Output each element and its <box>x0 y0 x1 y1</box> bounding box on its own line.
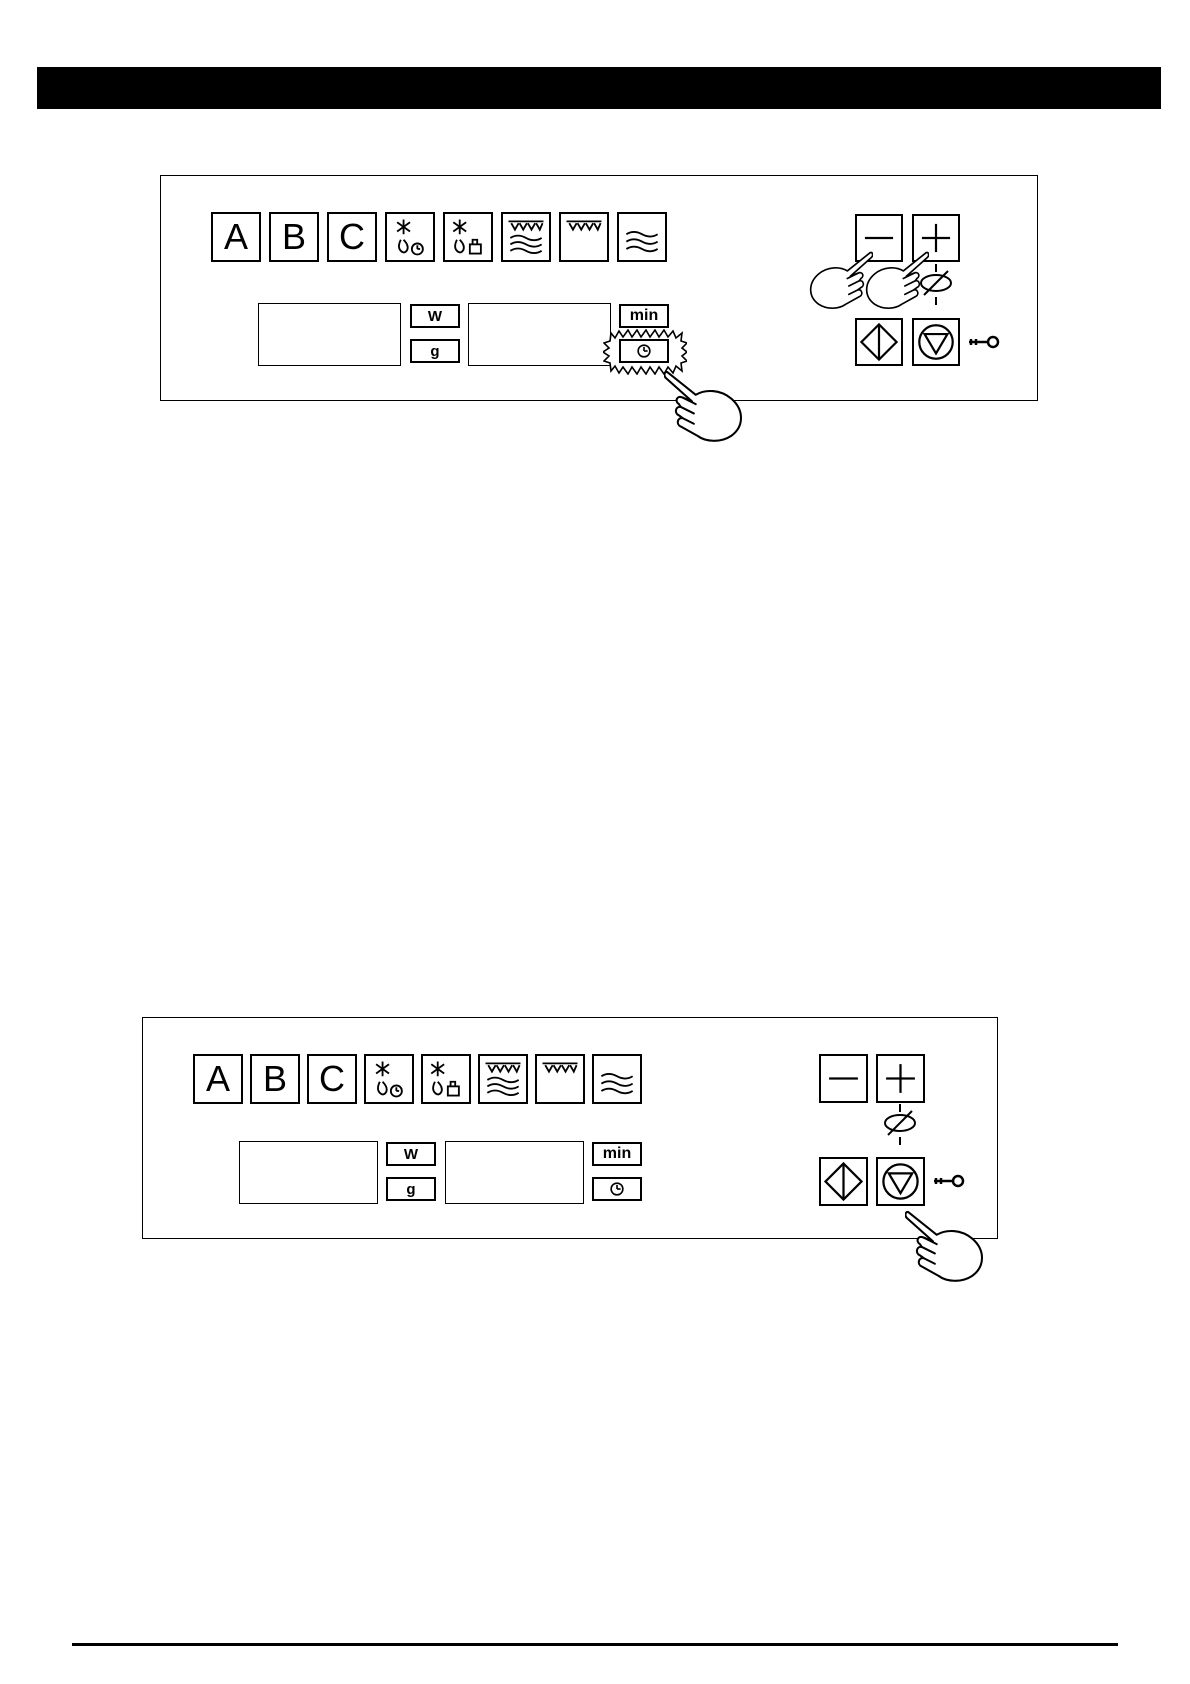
program-key-a[interactable]: A <box>211 212 261 262</box>
grill-microwave-button[interactable] <box>501 212 551 262</box>
defrost-time-icon <box>366 1056 412 1102</box>
minus-button[interactable] <box>855 214 903 262</box>
time-display <box>468 303 611 366</box>
minus-icon <box>821 1056 866 1101</box>
grill-button[interactable] <box>559 212 609 262</box>
minutes-button[interactable]: min <box>619 304 669 328</box>
start-button[interactable] <box>855 318 903 366</box>
defrost-weight-button[interactable] <box>421 1054 471 1104</box>
program-key-c[interactable]: C <box>307 1054 357 1104</box>
minutes-button[interactable]: min <box>592 1142 642 1166</box>
start-icon <box>857 320 901 364</box>
grill-icon <box>561 214 607 260</box>
power-display <box>258 303 401 366</box>
lock-key-icon <box>932 1171 968 1191</box>
footer-rule <box>72 1643 1118 1646</box>
defrost-weight-button[interactable] <box>443 212 493 262</box>
minus-icon <box>857 216 901 260</box>
defrost-weight-icon <box>423 1056 469 1102</box>
weight-unit-button[interactable]: g <box>410 339 460 363</box>
microwave-button[interactable] <box>592 1054 642 1104</box>
defrost-weight-icon <box>445 214 491 260</box>
grill-icon <box>537 1056 583 1102</box>
stop-icon <box>914 320 958 364</box>
clock-button[interactable] <box>619 339 669 363</box>
lock-key-icon <box>967 332 1003 352</box>
grill-microwave-icon <box>503 214 549 260</box>
time-display <box>445 1141 584 1204</box>
control-panel-1: A B C W g min <box>160 175 1038 401</box>
stop-button[interactable] <box>912 318 960 366</box>
defrost-time-icon <box>387 214 433 260</box>
grill-button[interactable] <box>535 1054 585 1104</box>
program-key-c[interactable]: C <box>327 212 377 262</box>
clock-button[interactable] <box>592 1177 642 1201</box>
plus-icon <box>914 216 958 260</box>
defrost-time-button[interactable] <box>364 1054 414 1104</box>
program-key-b[interactable]: B <box>250 1054 300 1104</box>
control-panel-2: A B C W g min <box>142 1017 998 1239</box>
power-unit-button[interactable]: W <box>386 1142 436 1166</box>
clock-icon <box>608 1180 626 1198</box>
power-unit-button[interactable]: W <box>410 304 460 328</box>
microwave-icon <box>594 1056 640 1102</box>
grill-microwave-button[interactable] <box>478 1054 528 1104</box>
power-display <box>239 1141 378 1204</box>
program-key-a[interactable]: A <box>193 1054 243 1104</box>
stop-icon <box>878 1159 923 1204</box>
microwave-icon <box>619 214 665 260</box>
plus-button[interactable] <box>876 1054 925 1103</box>
header-bar <box>37 67 1161 109</box>
clock-icon <box>635 342 653 360</box>
minus-button[interactable] <box>819 1054 868 1103</box>
stop-button[interactable] <box>876 1157 925 1206</box>
plus-icon <box>878 1056 923 1101</box>
plus-button[interactable] <box>912 214 960 262</box>
weight-unit-button[interactable]: g <box>386 1177 436 1201</box>
start-button[interactable] <box>819 1157 868 1206</box>
microwave-button[interactable] <box>617 212 667 262</box>
grill-microwave-icon <box>480 1056 526 1102</box>
defrost-time-button[interactable] <box>385 212 435 262</box>
start-icon <box>821 1159 866 1204</box>
program-key-b[interactable]: B <box>269 212 319 262</box>
